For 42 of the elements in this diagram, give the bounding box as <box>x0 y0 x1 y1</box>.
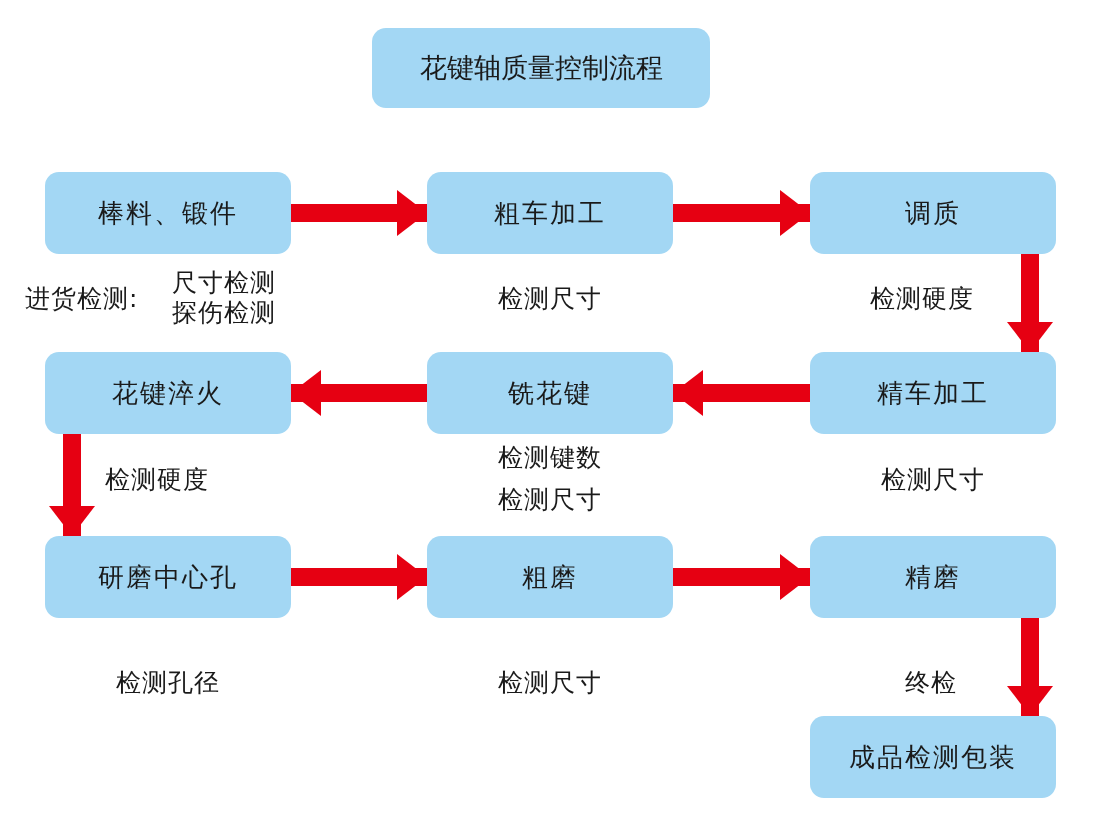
process-label: 研磨中心孔 <box>98 560 238 594</box>
arrow <box>291 190 427 236</box>
inspection-note: 检测尺寸 <box>498 286 602 311</box>
arrow <box>673 190 810 236</box>
arrow <box>673 554 810 600</box>
process-label: 精车加工 <box>877 376 989 410</box>
process-box <box>45 172 291 254</box>
inspection-note: 检测键数 <box>498 445 602 470</box>
process-box <box>45 352 291 434</box>
process-box <box>45 536 291 618</box>
inspection-note: 进货检测: <box>25 286 139 311</box>
process-label: 粗磨 <box>522 560 578 594</box>
inspection-note: 检测硬度 <box>870 286 974 311</box>
arrow <box>673 370 810 416</box>
process-box <box>810 172 1056 254</box>
inspection-note: 检测尺寸 <box>498 670 602 695</box>
process-box <box>427 536 673 618</box>
process-box <box>810 716 1056 798</box>
process-label: 粗车加工 <box>494 196 606 230</box>
inspection-note: 检测尺寸 <box>498 487 602 512</box>
arrow <box>1007 254 1053 352</box>
arrow <box>1007 618 1053 716</box>
inspection-note: 终检 <box>905 670 957 695</box>
inspection-note: 探伤检测 <box>172 300 276 325</box>
inspection-note: 检测孔径 <box>116 670 220 695</box>
process-label: 成品检测包装 <box>849 740 1017 774</box>
process-box <box>427 352 673 434</box>
process-label: 调质 <box>905 196 961 230</box>
arrow <box>49 434 95 536</box>
process-box <box>810 352 1056 434</box>
process-box <box>427 172 673 254</box>
process-label: 铣花键 <box>508 376 592 410</box>
arrow <box>291 554 427 600</box>
title: 花键轴质量控制流程 <box>372 28 710 108</box>
process-label: 精磨 <box>905 560 961 594</box>
process-label: 花键淬火 <box>112 376 224 410</box>
arrow <box>291 370 427 416</box>
inspection-note: 尺寸检测 <box>172 270 276 295</box>
process-label: 棒料、锻件 <box>98 196 238 230</box>
inspection-note: 检测硬度 <box>105 467 209 492</box>
inspection-note: 检测尺寸 <box>881 467 985 492</box>
process-box <box>810 536 1056 618</box>
